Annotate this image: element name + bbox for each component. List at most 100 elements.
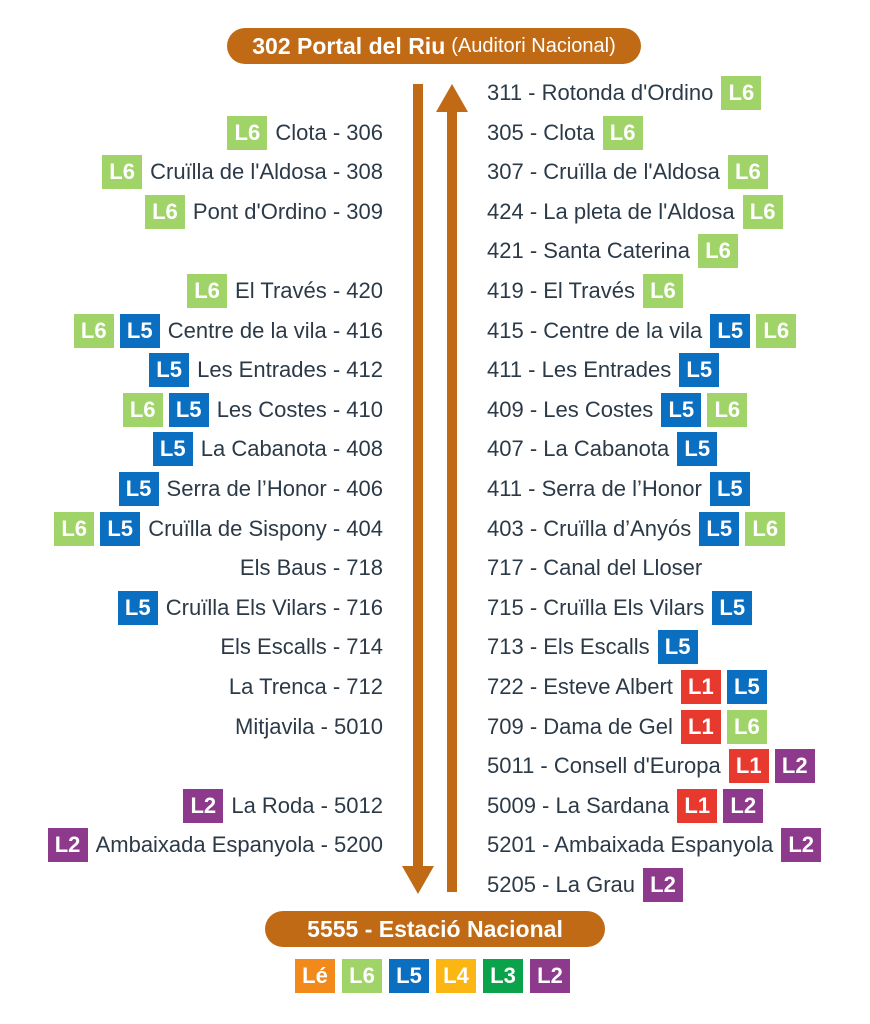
stop-name: 709 - Dama de Gel [487,713,673,739]
line-badge-l5: L5 [679,353,720,388]
stop-name: 5201 - Ambaixada Espanyola [487,832,774,858]
line-badge-l6: L6 [727,155,768,190]
line-badge-l5: L5 [100,511,141,546]
line-badge-l6: L6 [742,194,783,229]
stop-row: Els Baus - 718 [240,548,383,588]
line-badge-l1: L1 [728,749,769,784]
stop-name: 409 - Les Costes [487,396,654,422]
stop-name: Serra de l’Honor - 406 [166,476,383,501]
stop-name: 715 - Cruïlla Els Vilars [487,594,705,620]
line-badge-l6: L6 [144,194,185,229]
stop-name: 421 - Santa Caterina [487,238,691,264]
line-badge-l6: L6 [187,274,228,308]
stop-row: L6 Cruïlla de l'Aldosa - 308 [102,152,383,192]
line-badge-l6: L6 [707,392,748,427]
stop-name: Cruïlla Els Vilars - 716 [165,594,383,620]
stop-row: 717 - Canal del Lloser [487,548,702,588]
line-badges: L2 [781,828,822,863]
line-badge-l6: L6 [756,313,797,348]
line-badge-l5: L5 [712,590,753,625]
line-badges: L6 [102,155,143,190]
line-badge-l5: L5 [117,590,158,625]
line-badges: L2 [47,828,88,863]
line-badge-l5: L5 [389,959,429,993]
line-badge-l5: L5 [677,432,718,467]
stop-name: 722 - Esteve Albert [487,674,673,699]
line-badge-l5: L5 [168,392,209,427]
stop-row: Mitjavila - 5010 [235,707,383,747]
line-badges: L6 [227,115,268,150]
stop-row: L5 Serra de l’Honor - 406 [118,469,383,509]
line-badges: L5 [679,353,720,388]
stop-name: Clota - 306 [275,119,383,145]
line-badge-l5: L5 [709,472,750,506]
stop-name: Centre de la vila - 416 [167,317,383,343]
origin-subtitle: (Auditori Nacional) [451,34,616,57]
line-badges: L5 [152,432,193,467]
destination-station-banner: 5555 - Estació Nacional [265,911,605,947]
line-badges: L6 [721,76,762,110]
line-badges: L6 [727,155,768,190]
line-badge-l6: L6 [602,115,643,150]
line-badges: L6 [187,274,228,308]
stop-row: 5201 - Ambaixada Espanyola L2 [487,825,822,865]
line-badge-l1: L1 [677,788,718,823]
line-badge-l5: L5 [710,313,751,348]
stop-name: La Roda - 5012 [231,792,383,818]
stop-name: Els Baus - 718 [239,555,383,581]
line-badge-l2: L2 [774,749,815,784]
stop-row: La Trenca - 712 [229,667,383,707]
stop-name: 411 - Les Entrades [487,357,672,383]
line-badges: L2 [642,868,683,902]
stop-name: La Trenca - 712 [228,674,383,699]
stop-row: L5 Cruïlla Els Vilars - 716 [117,588,383,628]
line-badge-l4: L4 [436,959,476,993]
line-badge-l2: L2 [47,828,88,863]
line-badges: L6 [642,274,683,308]
line-badge-l6: L6 [102,155,143,190]
stop-row: 715 - Cruïlla Els Vilars L5 [487,588,753,628]
line-badges: L5 [657,630,698,665]
stop-name: Pont d'Ordino - 309 [192,198,383,224]
line-badges: L5 [677,432,718,467]
stop-name: 5205 - La Grau [487,872,635,897]
stop-row: L6 Pont d'Ordino - 309 [144,192,383,232]
stop-name: Cruïlla de Sispony - 404 [148,515,383,541]
stop-name: Cruïlla de l'Aldosa - 308 [150,159,383,185]
line-badge-l6: L6 [726,709,767,744]
up-arrow-shaft [447,110,457,892]
line-badge-l1: L1 [680,670,721,704]
line-badges: L5 [709,472,750,506]
stop-name: Ambaixada Espanyola - 5200 [95,832,383,858]
line-badge-l6: L6 [342,959,382,993]
line-badge-l6: L6 [122,392,163,427]
origin-title: 302 Portal del Riu [252,32,446,59]
destination-title: 5555 - Estació Nacional [307,915,563,942]
stop-row: 411 - Les Entrades L5 [487,350,720,390]
line-badge-l5: L5 [152,432,193,467]
stop-name: 411 - Serra de l’Honor [487,476,702,501]
line-badges: L5 [118,472,159,506]
stop-name: 305 - Clota [487,119,595,145]
